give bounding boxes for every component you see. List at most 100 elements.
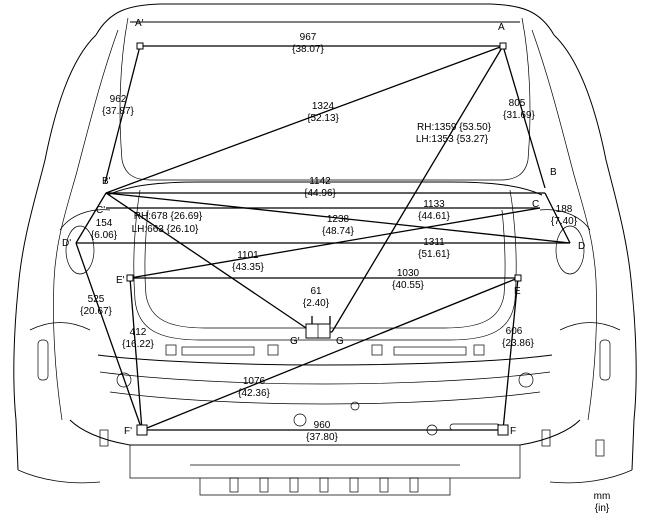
- line-c-d: [544, 192, 571, 244]
- svg-text:{48.74}: {48.74}: [322, 226, 354, 237]
- line-e-f: [502, 277, 519, 431]
- svg-text:61: 61: [310, 286, 322, 297]
- point-f-marker: [497, 424, 509, 436]
- svg-text:{16.22}: {16.22}: [122, 339, 154, 350]
- svg-text:960: 960: [314, 420, 331, 431]
- line-fprime-e: [141, 277, 519, 431]
- svg-text:805: 805: [509, 98, 526, 109]
- svg-text:967: 967: [300, 32, 317, 43]
- line-aprime-f: [104, 45, 141, 184]
- svg-text:1324: 1324: [312, 101, 335, 112]
- svg-text:RH:678 {26.69}: RH:678 {26.69}: [134, 211, 203, 222]
- svg-text:1076: 1076: [243, 376, 266, 387]
- label-d: D: [578, 241, 585, 252]
- dim-c-cprime: 1133 {44.61}: [418, 199, 450, 222]
- point-e-marker: [514, 274, 522, 282]
- svg-text:606: 606: [506, 326, 523, 337]
- svg-text:{7.40}: {7.40}: [551, 216, 578, 227]
- svg-text:1030: 1030: [397, 268, 420, 279]
- label-g: G: [336, 336, 344, 347]
- svg-text:{51.61}: {51.61}: [418, 249, 450, 260]
- dim-a-aprime: 967 {38.07}: [292, 32, 324, 55]
- label-e: E: [514, 286, 521, 297]
- line-c-eprime: [129, 207, 541, 279]
- reference-point-markers: [126, 42, 522, 436]
- svg-text:{44.96}: {44.96}: [304, 188, 336, 199]
- dim-e-f: 606 {23.86}: [502, 326, 534, 349]
- label-c: C: [532, 199, 539, 210]
- svg-text:154: 154: [96, 218, 113, 229]
- line-a-bprime: [105, 45, 504, 194]
- line-bprime-d: [105, 192, 571, 244]
- svg-text:{52.13}: {52.13}: [307, 113, 339, 124]
- svg-text:188: 188: [556, 204, 573, 215]
- dimension-labels: 967 {38.07} 962 {37.87} 805 {31.69} 1324…: [80, 32, 578, 443]
- dim-a-f: 805 {31.69}: [503, 98, 535, 121]
- dim-fprime-e: 1076 {42.36}: [238, 376, 270, 399]
- dim-dprime-fprime: 525 {20.67}: [80, 294, 112, 317]
- svg-text:962: 962: [110, 94, 127, 105]
- svg-text:1142: 1142: [309, 176, 331, 187]
- dim-b-bprime: 1142 {44.96}: [304, 176, 336, 199]
- dim-bprime-cprime: 154 {6.06}: [91, 218, 118, 241]
- dim-e-eprime: 1030 {40.55}: [392, 268, 424, 291]
- label-a: A: [498, 22, 505, 33]
- svg-text:525: 525: [88, 294, 105, 305]
- svg-text:{43.35}: {43.35}: [232, 262, 264, 273]
- label-fprime: F': [124, 426, 132, 437]
- label-f: F: [510, 426, 516, 437]
- dim-b-c: 188 {7.40}: [551, 204, 578, 227]
- svg-text:{37.87}: {37.87}: [102, 106, 134, 117]
- svg-text:{2.40}: {2.40}: [303, 298, 330, 309]
- svg-text:{20.67}: {20.67}: [80, 306, 112, 317]
- dim-a-g: RH:1359 {53.50} LH:1353 {53.27}: [416, 122, 492, 145]
- label-dprime: D': [62, 238, 71, 249]
- svg-text:{42.36}: {42.36}: [238, 388, 270, 399]
- vehicle-body-outline: [13, 3, 637, 496]
- dim-bprime-d: 1238 {48.74}: [322, 214, 354, 237]
- point-eprime-marker: [126, 274, 134, 282]
- svg-text:{40.55}: {40.55}: [392, 280, 424, 291]
- point-aprime-marker: [136, 42, 144, 50]
- label-b: B: [550, 167, 557, 178]
- units-in: {in}: [595, 503, 610, 514]
- label-gprime: G': [290, 336, 300, 347]
- svg-text:1238: 1238: [327, 214, 350, 225]
- svg-text:{23.86}: {23.86}: [502, 338, 534, 349]
- dim-aprime-f: 962 {37.87}: [102, 94, 134, 117]
- svg-text:1133: 1133: [423, 199, 445, 210]
- line-bprime-g: [105, 192, 313, 333]
- svg-text:{37.80}: {37.80}: [306, 432, 338, 443]
- measurement-lines: [75, 45, 571, 431]
- dim-bprime-g: RH:678 {26.69} LH:663 {26.10}: [132, 211, 203, 235]
- units-legend: mm {in}: [594, 491, 611, 514]
- svg-text:LH:663 {26.10}: LH:663 {26.10}: [132, 224, 199, 235]
- dim-g-gprime: 61 {2.40}: [303, 286, 330, 309]
- line-a-f: [502, 45, 546, 189]
- point-labels: A A' B B' C C' D D' E E' F F' G G': [62, 18, 585, 437]
- svg-text:1101: 1101: [237, 250, 259, 261]
- dim-a-bprime: 1324 {52.13}: [307, 101, 339, 124]
- dim-f-fprime: 960 {37.80}: [306, 420, 338, 443]
- svg-text:{6.06}: {6.06}: [91, 230, 118, 241]
- dim-c-eprime: 1101 {43.35}: [232, 250, 264, 273]
- label-aprime: A': [135, 18, 144, 29]
- line-a-g: [331, 45, 504, 333]
- svg-text:RH:1359 {53.50}: RH:1359 {53.50}: [417, 122, 492, 133]
- line-dprime-fprime: [75, 242, 143, 431]
- line-bprime-dprime: [75, 192, 107, 244]
- svg-text:{31.69}: {31.69}: [503, 110, 535, 121]
- svg-text:{44.61}: {44.61}: [418, 211, 450, 222]
- svg-text:LH:1353 {53.27}: LH:1353 {53.27}: [416, 134, 489, 145]
- units-mm: mm: [594, 491, 611, 502]
- label-eprime: E': [116, 275, 125, 286]
- label-bprime: B': [102, 176, 111, 187]
- point-a-marker: [499, 42, 507, 50]
- point-fprime-marker: [136, 424, 148, 436]
- label-cprime: C': [96, 205, 105, 216]
- svg-text:412: 412: [130, 327, 147, 338]
- svg-text:{38.07}: {38.07}: [292, 44, 324, 55]
- svg-text:1311: 1311: [423, 237, 445, 248]
- line-eprime-fprime: [129, 277, 143, 431]
